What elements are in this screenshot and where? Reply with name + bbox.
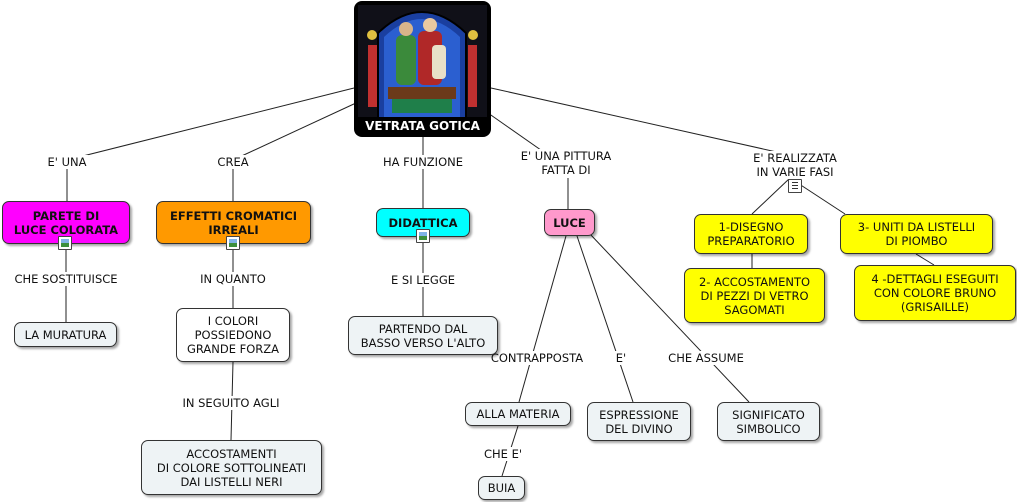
label-crea: CREA [215,155,251,169]
node-luce[interactable]: LUCE [544,209,595,236]
node-espressione-del-divino[interactable]: ESPRESSIONE DEL DIVINO [587,402,691,441]
node-alla-materia[interactable]: ALLA MATERIA [465,402,571,426]
node-partendo-dal-basso[interactable]: PARTENDO DAL BASSO VERSO L'ALTO [348,316,498,355]
stained-glass-image [358,5,487,117]
label-realizzata: E' REALIZZATA IN VARIE FASI [751,151,839,179]
label-in-quanto: IN QUANTO [198,272,268,286]
image-attachment-icon[interactable] [416,229,430,243]
label-e-si-legge: E SI LEGGE [388,273,458,287]
image-attachment-icon[interactable] [226,236,240,250]
node-la-muratura[interactable]: LA MURATURA [14,322,117,347]
node-accostamento-pezzi[interactable]: 2- ACCOSTAMENTO DI PEZZI DI VETRO SAGOMA… [684,268,825,323]
label-in-seguito-agli: IN SEGUITO AGLI [180,396,282,410]
label-che-sostituisce: CHE SOSTITUISCE [12,272,120,286]
label-ha-funzione: HA FUNZIONE [381,155,465,169]
label-contrapposta: CONTRAPPOSTA [488,351,586,365]
label-e-una: E' UNA [45,155,89,169]
note-attachment-icon[interactable] [788,179,802,193]
node-effetti-cromatici[interactable]: EFFETTI CROMATICI IRREALI [156,201,311,244]
node-buia[interactable]: BUIA [478,476,525,500]
node-dettagli-grisaille[interactable]: 4 -DETTAGLI ESEGUITI CON COLORE BRUNO (G… [854,265,1016,321]
node-accostamenti[interactable]: ACCOSTAMENTI DI COLORE SOTTOLINEATI DAI … [141,440,322,495]
label-e: E' [613,351,629,365]
node-significato-simbolico[interactable]: SIGNIFICATO SIMBOLICO [717,402,820,441]
label-che-e: CHE E' [481,447,525,461]
label-pittura-fatta-di: E' UNA PITTURA FATTA DI [518,149,614,177]
node-disegno-preparatorio[interactable]: 1-DISEGNO PREPARATORIO [694,214,808,254]
node-uniti-da-listelli[interactable]: 3- UNITI DA LISTELLI DI PIOMBO [840,214,993,254]
central-node[interactable]: VETRATA GOTICA [354,1,491,137]
image-attachment-icon[interactable] [58,236,72,250]
label-che-assume: CHE ASSUME [666,351,746,365]
node-i-colori[interactable]: I COLORI POSSIEDONO GRANDE FORZA [176,308,290,362]
central-title: VETRATA GOTICA [365,119,480,133]
